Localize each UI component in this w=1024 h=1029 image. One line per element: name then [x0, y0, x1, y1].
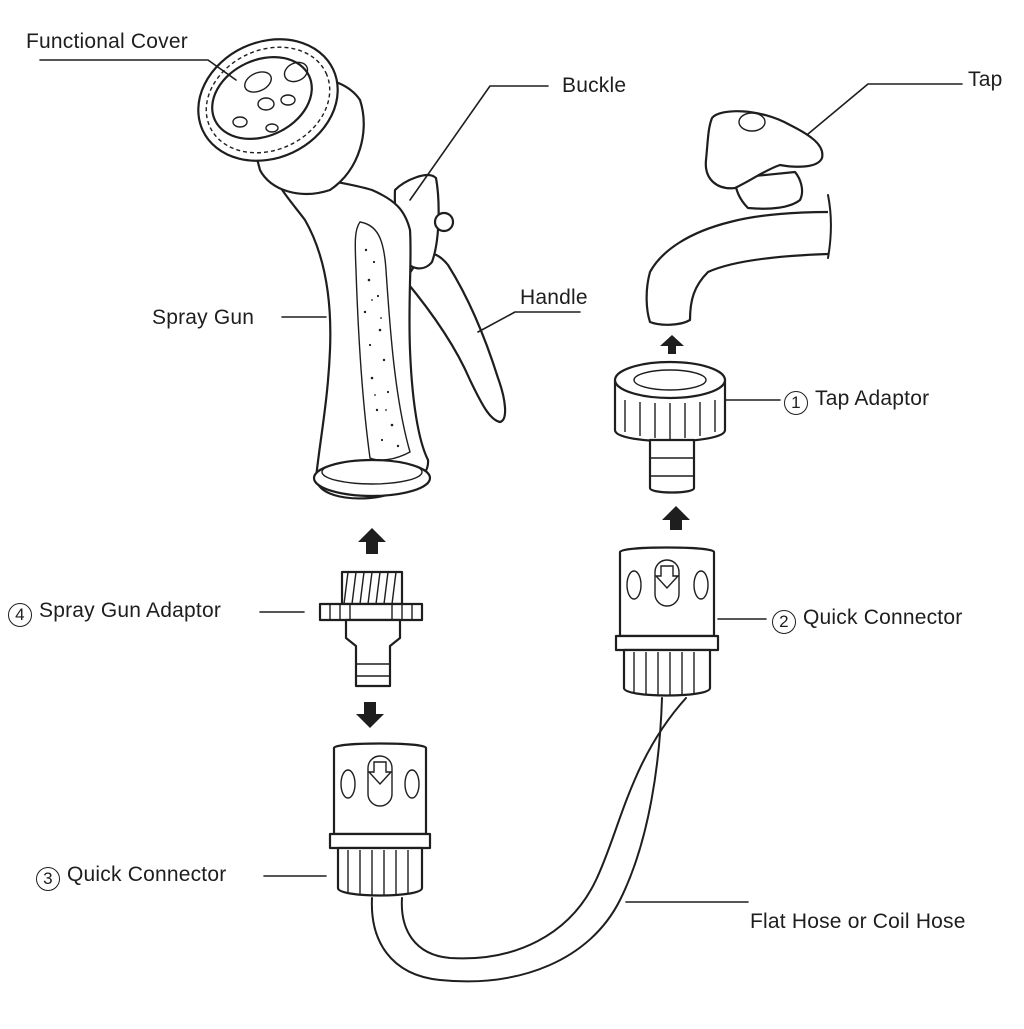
- hose-outer-edge: [370, 697, 663, 983]
- spray-gun-adaptor-drawing: [318, 570, 424, 688]
- lever-handle: [403, 251, 507, 424]
- qc-left-window: [367, 755, 393, 807]
- label-spray-gun: Spray Gun: [152, 306, 255, 329]
- qc-right-body: [618, 546, 716, 638]
- qc-left-slot: [404, 769, 420, 799]
- label-quick-connector-3: 3 Quick Connector: [36, 864, 226, 891]
- tap-adaptor-nipple: [648, 438, 696, 494]
- quick-connector-right-drawing: [614, 546, 720, 697]
- spray-hole: [280, 94, 296, 106]
- qc-left-body: [332, 742, 428, 836]
- number-badge-4: 4: [8, 603, 32, 627]
- leader-tap: [807, 83, 963, 135]
- label-tap-adaptor-text: Tap Adaptor: [815, 387, 930, 410]
- qc-right-slot: [626, 570, 642, 600]
- buckle-knob: [433, 211, 455, 233]
- arrow-up-tap: [660, 335, 684, 354]
- tap-valve-knob: [704, 110, 824, 190]
- label-spray-gun-adaptor: 4 Spray Gun Adaptor: [8, 600, 221, 627]
- quick-connector-left-drawing: [328, 742, 432, 897]
- qc-left-direction-icon: [367, 761, 393, 786]
- tap-spout: [645, 210, 829, 326]
- qc-right-nut-grip: [633, 652, 695, 696]
- number-badge-2: 2: [772, 610, 796, 634]
- label-hose: Flat Hose or Coil Hose: [750, 910, 966, 933]
- spray-gun-drawing: [197, 38, 507, 500]
- sga-flange: [318, 602, 424, 622]
- cover-face: [211, 56, 313, 140]
- qc-left-nut: [336, 846, 424, 897]
- tap-body-edge: [827, 194, 832, 259]
- arrow-up-gun: [358, 528, 386, 554]
- arrow-up-adaptor: [662, 506, 690, 530]
- tap-adaptor-bore: [633, 369, 707, 391]
- qc-right-direction-icon: [654, 565, 680, 590]
- label-tap-adaptor: 1 Tap Adaptor: [784, 388, 929, 415]
- qc-right-nut: [622, 648, 712, 697]
- tap-knob-dimple: [738, 112, 766, 132]
- sga-nipple: [344, 618, 402, 688]
- hose-drawing: [370, 697, 687, 983]
- grip-texture: [363, 248, 400, 448]
- label-tap: Tap: [968, 68, 1003, 91]
- number-badge-1: 1: [784, 391, 808, 415]
- tap-adaptor-grip: [624, 400, 716, 439]
- label-spray-gun-adaptor-text: Spray Gun Adaptor: [39, 599, 222, 622]
- label-handle: Handle: [520, 286, 588, 309]
- qc-right-collar: [614, 634, 720, 652]
- number-badge-3: 3: [36, 867, 60, 891]
- spray-hole: [232, 116, 248, 128]
- hose-inner-edge: [400, 697, 687, 960]
- leader-functional-cover: [39, 59, 237, 81]
- leader-lines: [39, 59, 963, 903]
- tap-adaptor-top: [613, 360, 727, 400]
- tap-adaptor-drawing: [613, 360, 727, 494]
- qc-left-slot: [340, 769, 356, 799]
- sga-thread-lines: [343, 571, 397, 605]
- grip-base-rim: [321, 459, 423, 485]
- label-buckle: Buckle: [562, 74, 627, 97]
- spray-hole: [283, 61, 309, 83]
- tap-stem: [733, 170, 804, 210]
- sga-flange-teeth: [329, 604, 413, 620]
- grip-panel: [354, 221, 411, 461]
- leader-handle: [477, 311, 581, 333]
- label-functional-cover: Functional Cover: [26, 30, 188, 53]
- spray-hole: [265, 123, 279, 133]
- qc-left-nut-grip: [347, 850, 409, 896]
- qc-right-window: [654, 559, 680, 607]
- tap-drawing: [645, 110, 832, 326]
- leader-buckle: [409, 85, 549, 201]
- cover-teeth: [205, 46, 331, 154]
- qc-right-slot: [693, 570, 709, 600]
- spray-hole: [257, 97, 275, 111]
- label-quick-connector-3-text: Quick Connector: [67, 863, 227, 886]
- arrow-down-connector: [356, 702, 384, 728]
- qc-left-collar: [328, 832, 432, 850]
- spray-hole: [244, 71, 272, 93]
- label-quick-connector-2: 2 Quick Connector: [772, 607, 962, 634]
- label-quick-connector-2-text: Quick Connector: [803, 606, 963, 629]
